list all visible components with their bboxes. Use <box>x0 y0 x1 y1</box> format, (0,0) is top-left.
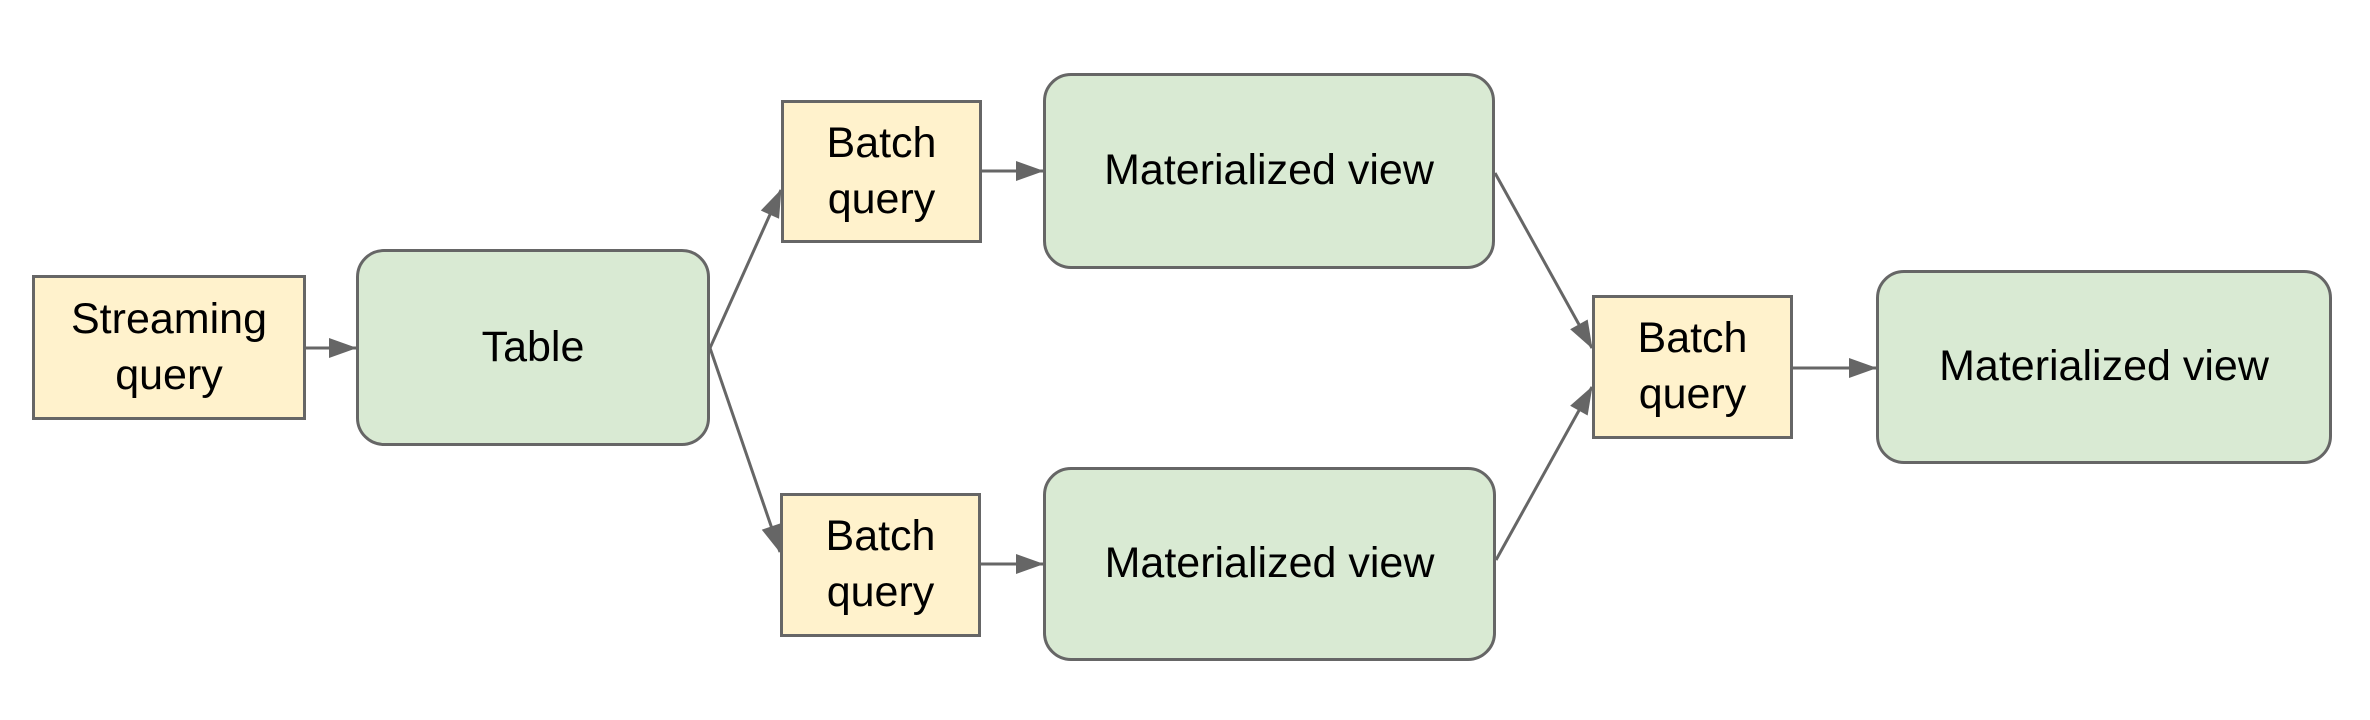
node-batch-query-bottom: Batch query <box>780 493 981 637</box>
node-materialized-view-top-label: Materialized view <box>1104 146 1434 195</box>
edge-mv-bottom-to-batch-right <box>1494 386 1594 561</box>
node-materialized-view-right-label: Materialized view <box>1939 342 2269 391</box>
edge-mv-top-to-batch-right <box>1493 172 1594 349</box>
node-materialized-view-right: Materialized view <box>1876 270 2332 464</box>
node-streaming-query: Streaming query <box>32 275 306 420</box>
node-table-label: Table <box>481 322 585 371</box>
node-batch-query-right: Batch query <box>1592 295 1793 439</box>
node-batch-query-right-label: Batch query <box>1637 314 1748 418</box>
node-materialized-view-top: Materialized view <box>1043 73 1495 269</box>
node-batch-query-top-label: Batch query <box>826 118 937 223</box>
node-batch-query-top: Batch query <box>781 100 982 243</box>
node-batch-query-bottom-label: Batch query <box>825 512 936 616</box>
node-table: Table <box>356 249 710 446</box>
node-streaming-query-label: Streaming query <box>71 294 267 399</box>
edge-table-to-batch-top <box>708 189 783 349</box>
node-materialized-view-bottom: Materialized view <box>1043 467 1496 661</box>
edge-table-to-batch-bottom <box>708 347 782 553</box>
node-materialized-view-bottom-label: Materialized view <box>1104 539 1435 588</box>
